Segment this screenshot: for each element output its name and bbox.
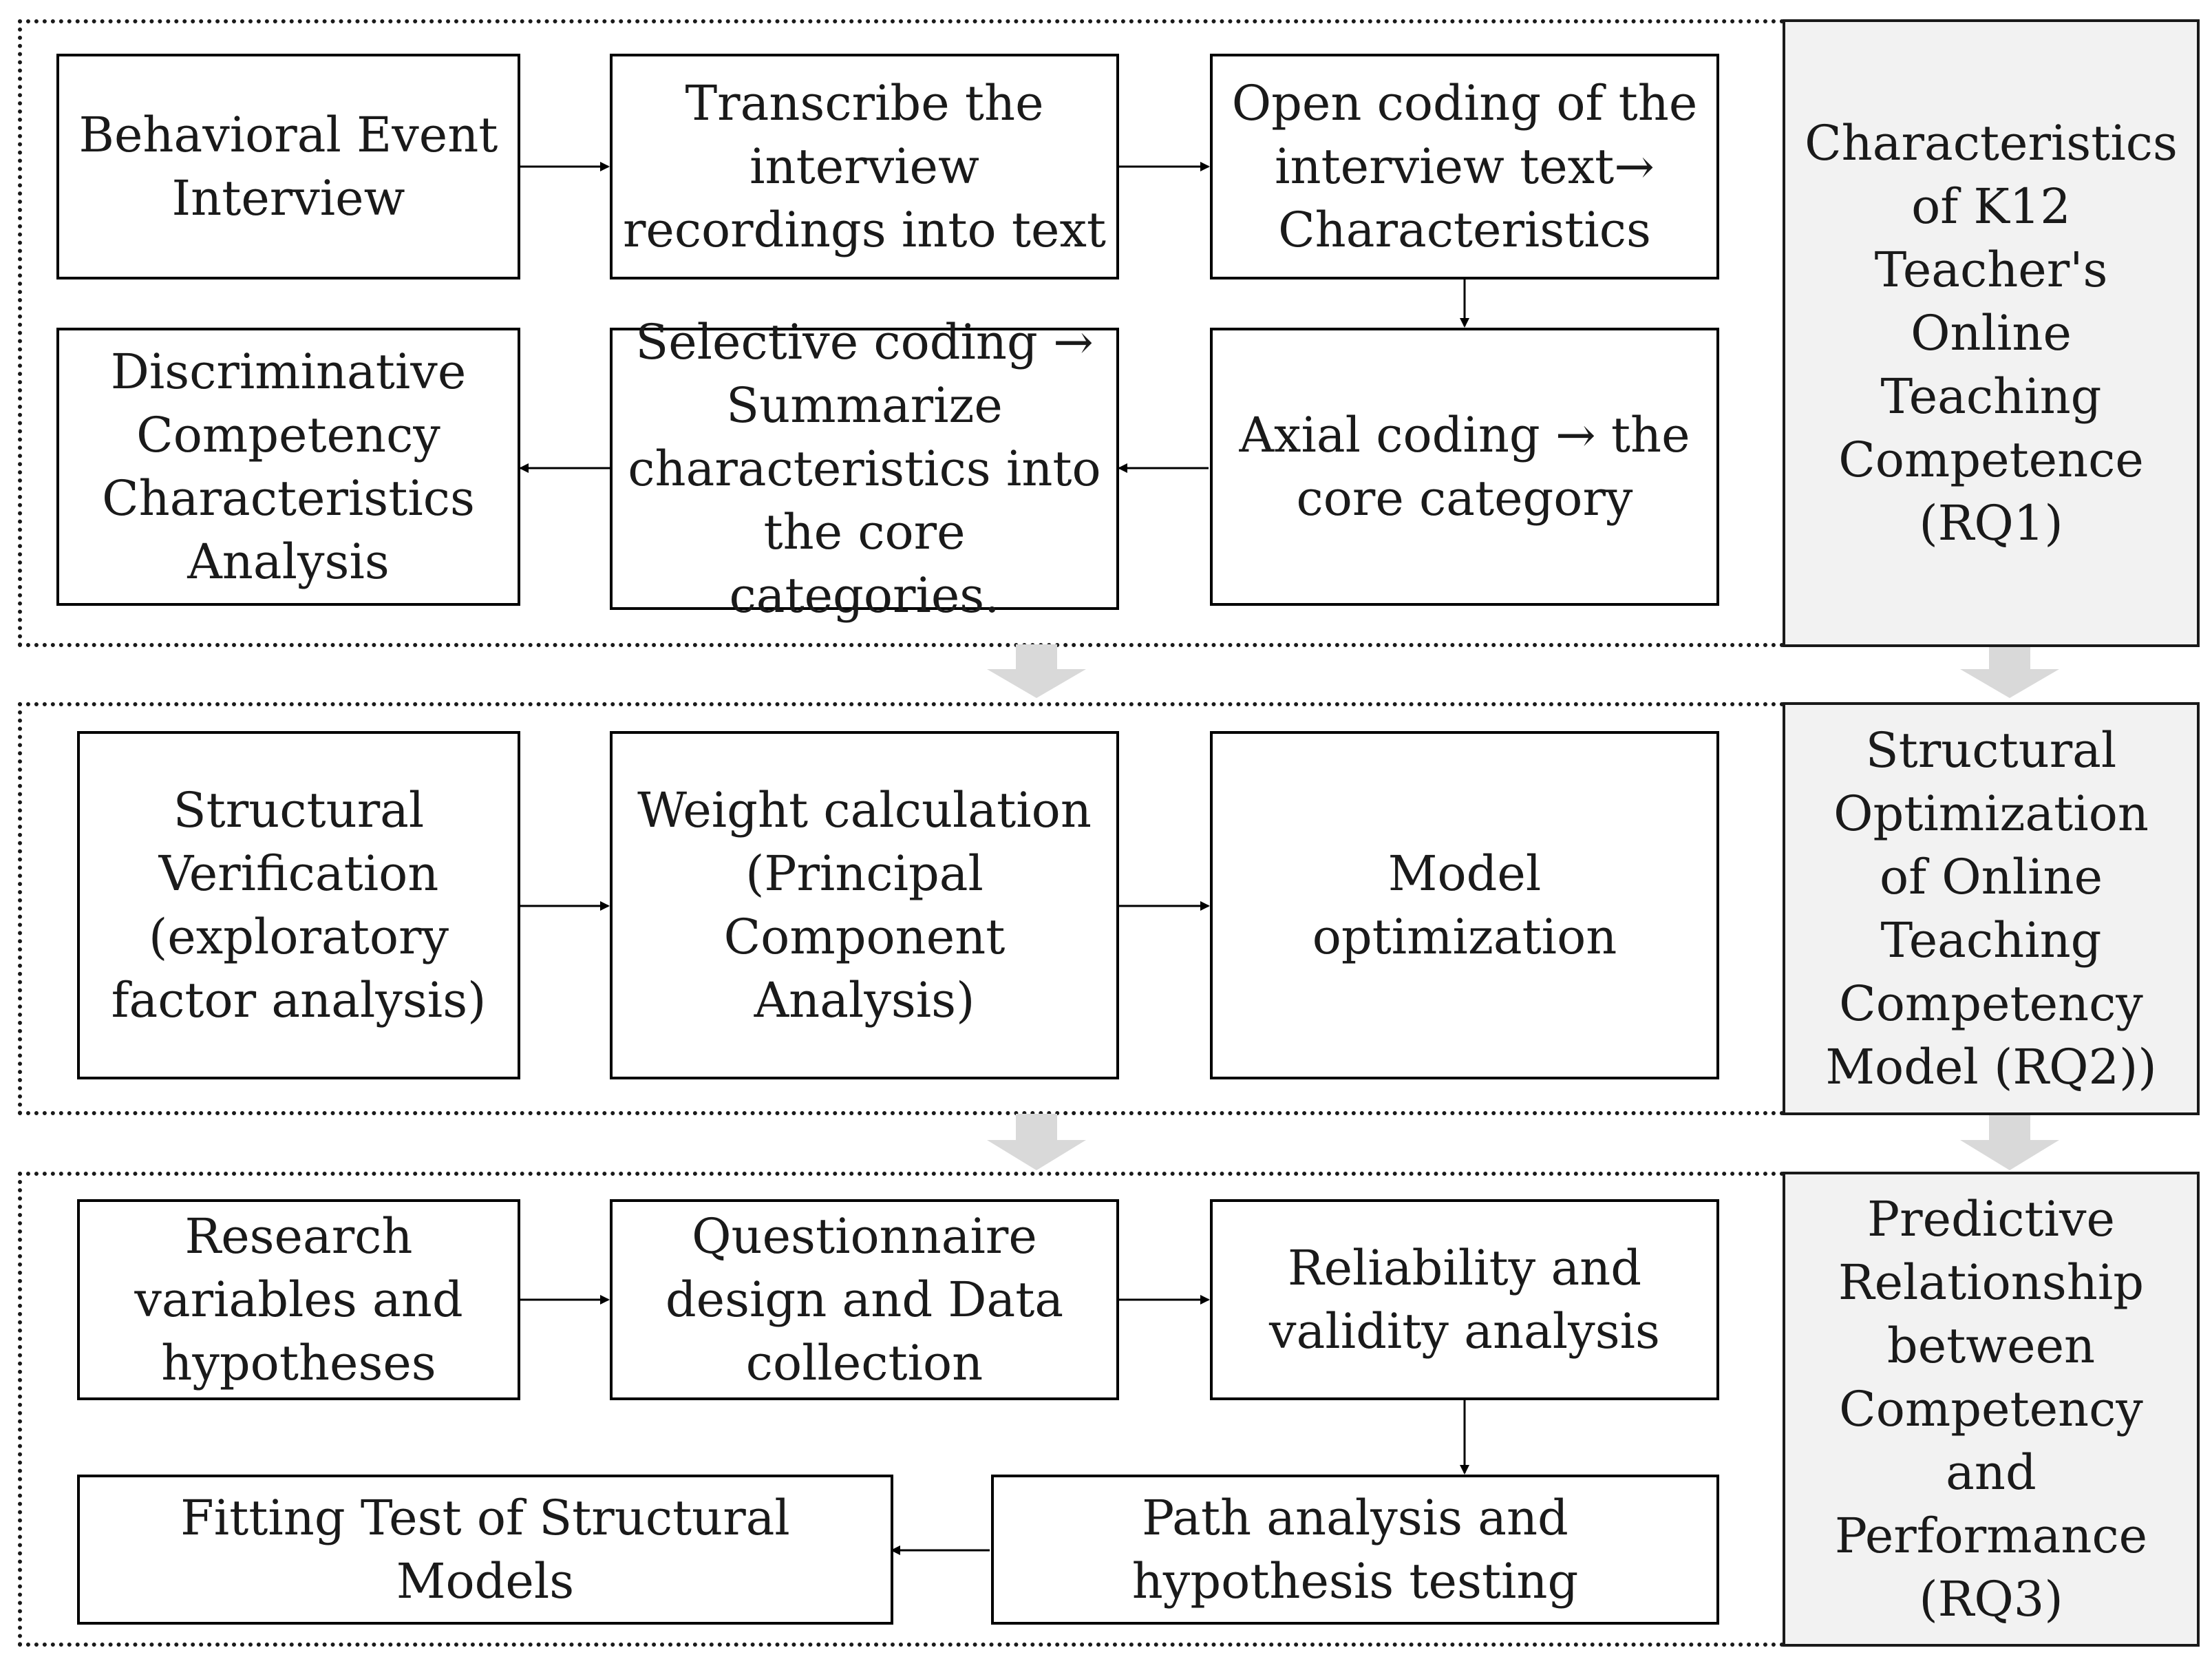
fitting-test-box: Fitting Test of Structural Models [77,1475,893,1625]
path-analysis-box: Path analysis and hypothesis testing [991,1475,1719,1625]
transition-arrow-stage1-to-stage2-side [1960,644,2059,698]
transcribe-recordings-box: Transcribe the interview recordings into… [610,54,1119,279]
rq2-outcome-box: Structural Optimization of Online Teachi… [1783,702,2200,1115]
weight-calculation-box: Weight calculation (Principal Component … [610,731,1119,1079]
reliability-validity-box: Reliability and validity analysis [1210,1199,1719,1400]
transition-arrow-stage1-to-stage2-main [987,644,1086,698]
model-optimization-box: Model optimization [1210,731,1719,1079]
structural-verification-box: Structural Verification (exploratory fac… [77,731,520,1079]
research-variables-box: Research variables and hypotheses [77,1199,520,1400]
questionnaire-design-box: Questionnaire design and Data collection [610,1199,1119,1400]
axial-coding-box: Axial coding → the core category [1210,328,1719,606]
selective-coding-box: Selective coding → Summarize characteris… [610,314,1119,624]
discriminative-competency-analysis-box: Discriminative Competency Characteristic… [56,328,520,606]
rq3-outcome-box: Predictive Relationship between Competen… [1783,1172,2200,1647]
open-coding-box: Open coding of the interview text→ Chara… [1210,54,1719,279]
transition-arrow-stage2-to-stage3-side [1960,1114,2059,1170]
behavioral-event-interview-box: Behavioral Event Interview [56,54,520,279]
transition-arrow-stage2-to-stage3-main [987,1114,1086,1170]
rq1-outcome-box: Characteristics of K12 Teacher's Online … [1783,19,2200,647]
